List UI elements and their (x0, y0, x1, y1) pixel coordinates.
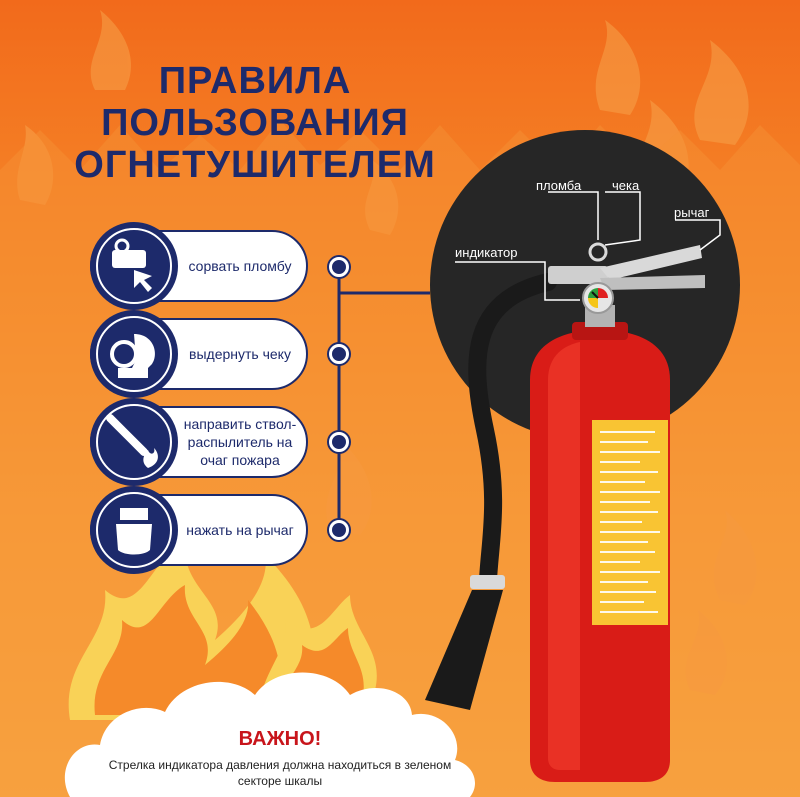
label-lever: рычаг (674, 205, 710, 220)
step-label: выдернуть чеку (189, 345, 291, 362)
pull-pin-icon (90, 310, 178, 398)
title-line-2: ПОЛЬЗОВАНИЯ (101, 102, 409, 144)
step-label: нажать на рычаг (186, 521, 294, 538)
press-lever-icon (90, 486, 178, 574)
connector-dot (329, 257, 349, 277)
step-pull-pin: выдернуть чеку (90, 310, 308, 398)
step-connector (337, 267, 430, 532)
label-pin: чека (612, 178, 640, 193)
title-line-3: ОГНЕТУШИТЕЛЕМ (74, 144, 436, 186)
connector-dot (329, 520, 349, 540)
step-label: сорвать пломбу (188, 257, 292, 274)
step-label: направить ствол-распылитель на очаг пожа… (183, 415, 297, 469)
hose (468, 273, 557, 589)
step-aim-nozzle: направить ствол-распылитель на очаг пожа… (90, 398, 308, 486)
label-seal: пломба (536, 178, 582, 193)
important-text: Стрелка индикатора давления должна наход… (108, 758, 452, 789)
connector-dot (329, 432, 349, 452)
hose-clamp (470, 575, 505, 589)
lever (600, 245, 702, 280)
title-line-1: ПРАВИЛА (158, 60, 352, 102)
step-press-lever: нажать на рычаг (90, 486, 308, 574)
handle (600, 275, 705, 290)
callout-lines (455, 191, 721, 301)
important-title: ВАЖНО! (238, 728, 322, 750)
break-seal-icon (90, 222, 178, 310)
nozzle-horn (425, 590, 503, 710)
aim-nozzle-icon (90, 398, 178, 486)
pin-ring (588, 242, 608, 262)
connector-dot (329, 344, 349, 364)
label-indicator: индикатор (455, 245, 518, 260)
valve-head (548, 242, 705, 327)
step-break-seal: сорвать пломбу (90, 222, 308, 310)
